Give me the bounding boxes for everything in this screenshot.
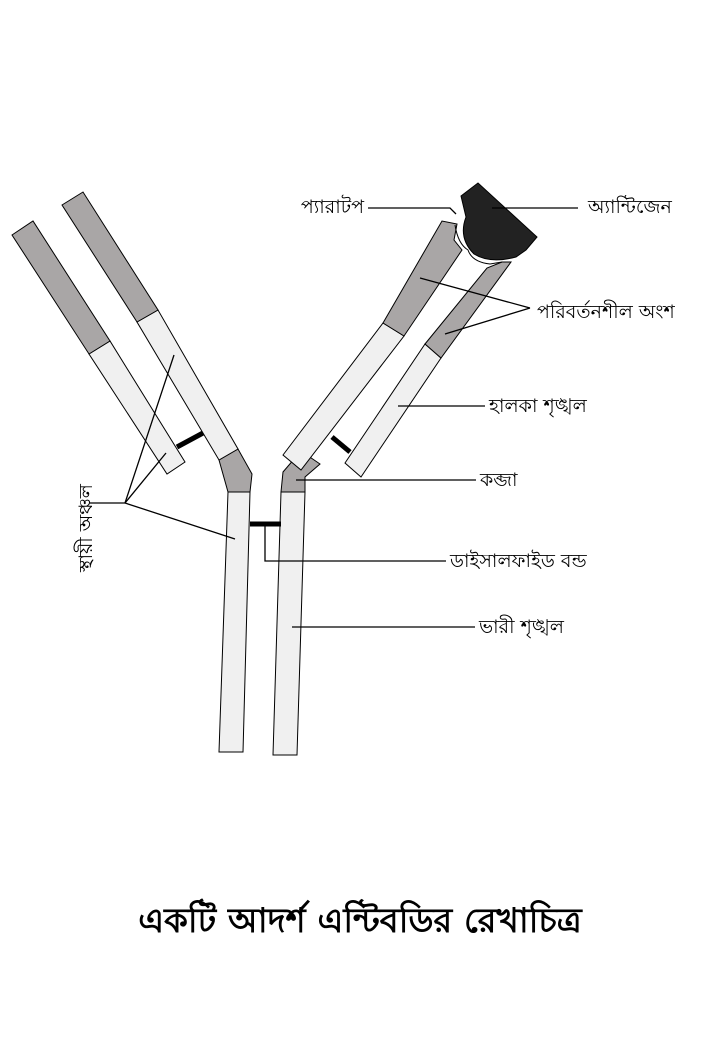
- label-variable-region: পরিবর্তনশীল অংশ: [537, 300, 675, 323]
- label-heavy-chain: ভারী শৃঙ্খল: [478, 615, 565, 638]
- left-light-variable: [11, 220, 111, 355]
- disulfide-bond-left: [175, 430, 205, 450]
- leader-lines: [90, 207, 578, 628]
- label-antigen: অ্যান্টিজেন: [587, 195, 672, 218]
- label-paratope: প্যারাটপ: [301, 195, 365, 218]
- left-heavy-stem: [218, 491, 251, 753]
- label-constant-region: স্থায়ী অঞ্চল: [74, 483, 97, 573]
- paratope-pocket: [454, 224, 503, 265]
- disulfide-bond-right: [330, 435, 352, 454]
- label-hinge: কব্জা: [479, 469, 518, 491]
- label-light-chain: হালকা শৃঙ্খল: [488, 395, 588, 417]
- left-heavy-arm-variable: [61, 191, 159, 323]
- right-heavy-stem: [272, 491, 306, 756]
- diagram-caption: একটি আদর্শ এন্টিবডির রেখাচিত্র: [138, 901, 582, 941]
- label-disulfide-bond: ডাইসালফাইড বন্ড: [449, 550, 587, 572]
- antigen-shape: [460, 182, 538, 261]
